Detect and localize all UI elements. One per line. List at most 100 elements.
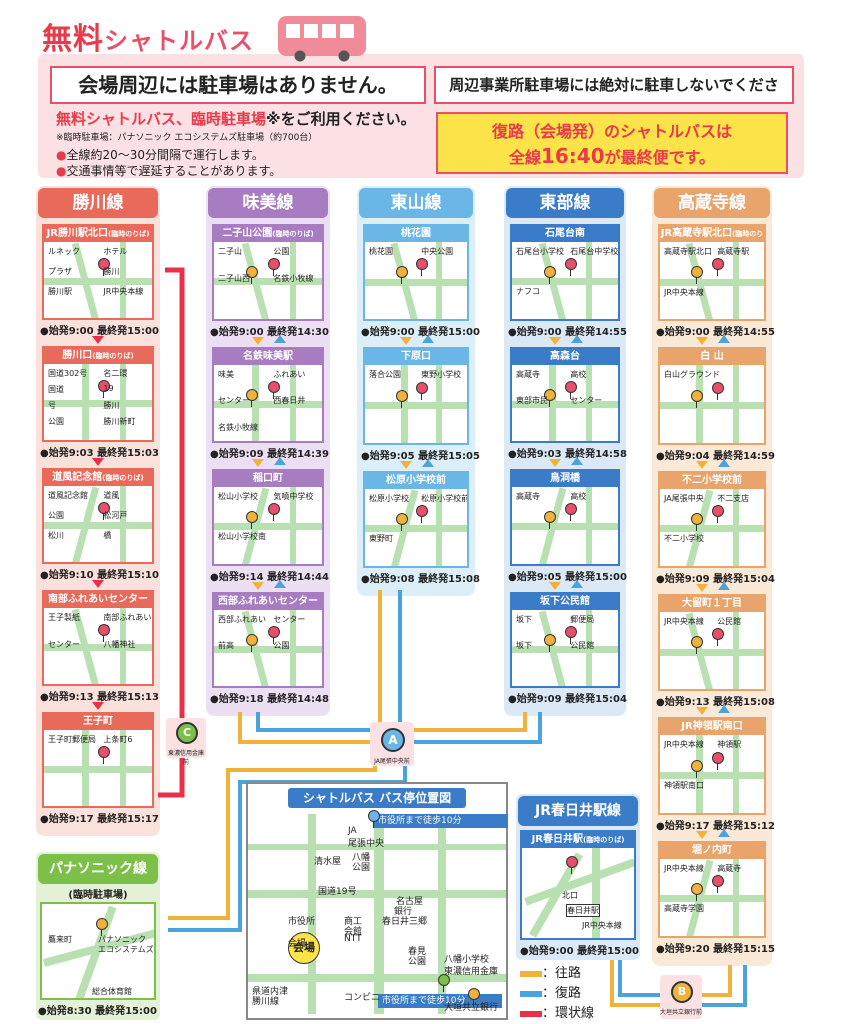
map-label: 公園	[48, 511, 64, 520]
stop-time: ●始発9:03 最終発14:58	[508, 449, 627, 460]
map-label: JR中央本線	[103, 287, 144, 296]
map-label: 国道	[48, 385, 64, 394]
location-map-label: 県道内津	[252, 987, 289, 997]
stop-name: 南部ふれあいセンター	[44, 592, 152, 608]
bus-icon	[278, 16, 366, 62]
bus-stop-pin-icon	[691, 636, 704, 655]
bus-stop-pin-icon	[268, 258, 280, 277]
stop-name: 西部ふれあいセンター	[214, 593, 322, 610]
map-label: 高蔵寺	[516, 369, 540, 379]
map-label: 勝川新町	[103, 417, 136, 426]
map-label: 二子山	[218, 247, 242, 256]
bus-stop-pin-icon	[712, 751, 724, 770]
map-label: 公民館	[570, 641, 595, 651]
location-map-label: 市役所	[288, 917, 316, 927]
map-label: 名鉄小牧線	[218, 423, 258, 433]
map-label: 高校	[570, 369, 587, 379]
stop-name: JR勝川駅北口(臨時のりば)	[44, 226, 152, 242]
parking-note: ※臨時駐車場：パナソニック エコシステムズ駐車場（約700台）	[56, 133, 318, 143]
map-label: 松山小学校	[218, 492, 258, 501]
bus-stop-pin-icon	[268, 625, 280, 644]
map-label: 松原小学校	[369, 493, 409, 503]
bus-stop-pin-icon	[395, 513, 408, 532]
bullet-interval: ●全線約20～30分間隔で運行します。	[56, 148, 264, 162]
stop-name: 勝川口(臨時のりば)	[44, 348, 152, 364]
map-label: JR中央本線	[664, 863, 704, 873]
map-label: 味美	[218, 369, 234, 379]
bus-stop-pin-icon	[691, 389, 704, 408]
outbound-arrow-icon	[696, 707, 708, 716]
stop-map: 味美ふれあいセンター西春日井名鉄小牧線	[214, 364, 322, 442]
bus-stop-pin-icon	[712, 381, 724, 400]
map-label: 橋	[103, 531, 112, 540]
bus-stop-pin-icon	[691, 266, 704, 285]
outbound-arrow-icon	[252, 459, 264, 467]
bus-stop-pin-icon	[246, 511, 259, 530]
stop-time: ●始発9:08 最終発15:08	[361, 574, 480, 585]
hub-c-pin-icon: C	[176, 722, 198, 744]
stop-time: ●始発9:18 最終発14:48	[210, 694, 329, 705]
hub-b-label: 大垣共立銀行前	[660, 1009, 703, 1016]
location-map-label: 会館	[344, 927, 363, 937]
location-map-label: 公園	[352, 863, 371, 873]
stop-name: 不二小学校前	[660, 472, 764, 489]
stop-name: 大留町１丁目	[660, 596, 764, 612]
bus-stop-pin-icon	[712, 504, 724, 523]
map-label: 落合公園	[369, 370, 401, 380]
stop-c-pin-icon	[438, 974, 450, 992]
katsukawa-stop: 道風記念館(臨時のりば)道風記念館道風公園松河戸松川橋	[42, 468, 154, 564]
location-map-label: 会場	[288, 939, 307, 949]
bus-stop-pin-icon	[268, 380, 280, 399]
kozoji-route: 高蔵寺線JR高蔵寺駅北口(臨時のりば)高蔵寺駅北口高蔵寺駅JR中央本線●始発9:…	[652, 186, 775, 966]
stop-map: 松原小学校松原小学校前東野町	[365, 488, 469, 566]
inbound-arrow-icon	[274, 579, 286, 588]
tobu-stop: 坂下公民館坂下郵便局坂下公民館	[510, 591, 620, 688]
katsukawa-stop: 南部ふれあいセンター王子製紙南部ふれあいセンター八幡神社	[42, 590, 154, 686]
map-label: 坂下	[516, 614, 532, 624]
map-label: 不二小学校	[664, 534, 704, 544]
bus-stop-pin-icon	[246, 388, 259, 407]
location-map-label: 名古屋	[396, 897, 424, 907]
stop-map: 坂下郵便局坂下公民館	[512, 609, 618, 687]
bus-stop-pin-icon	[565, 503, 577, 522]
map-label: センター	[570, 396, 603, 406]
map-label: 号	[48, 401, 56, 410]
bus-stop-pin-icon	[395, 389, 408, 408]
outbound-ajiyoshi	[238, 712, 380, 744]
tobu-stop: 高森台高蔵寺高校東部市民センター	[510, 346, 620, 443]
location-map-title: シャトルバス バス停位置図	[288, 788, 466, 808]
inbound-arrow-icon	[274, 457, 286, 465]
map-label: 19	[103, 384, 114, 393]
map-label: 松原小学校前	[421, 493, 469, 503]
bus-stop-pin-icon	[543, 388, 556, 407]
stop-name: 桃花園	[365, 226, 467, 242]
map-label: 上条町6	[103, 735, 133, 744]
stop-name: 王子町	[44, 714, 152, 730]
bus-stop-pin-icon	[416, 258, 428, 277]
outbound-arrow-icon	[549, 581, 561, 590]
stop-time: ●始発9:03 最終発15:03	[40, 448, 159, 459]
katsukawa-stop: 王子町王子町郵便局上条町6	[42, 712, 154, 808]
bus-stop-pin-icon	[543, 511, 556, 530]
map-label: 王子製紙	[48, 613, 80, 622]
map-label: 桃花園	[369, 247, 393, 256]
legend-inbound: ：復路	[520, 982, 594, 1002]
stop-name: 高森台	[512, 348, 618, 365]
inbound-ajiyoshi	[256, 712, 378, 732]
map-label: 西部ふれあい	[218, 614, 266, 624]
outbound-arrow-icon	[549, 336, 561, 345]
stop-name: 二子山公園(臨時のりば)	[214, 226, 322, 242]
higashiyama-stop: 松原小学校前松原小学校松原小学校前東野町	[363, 470, 469, 568]
map-label: 名二環	[103, 369, 128, 378]
stop-time: ●始発9:20 最終発15:15	[656, 944, 775, 955]
map-label: 南部ふれあい	[103, 613, 152, 622]
stop-name: 坂下公民館	[512, 593, 618, 610]
